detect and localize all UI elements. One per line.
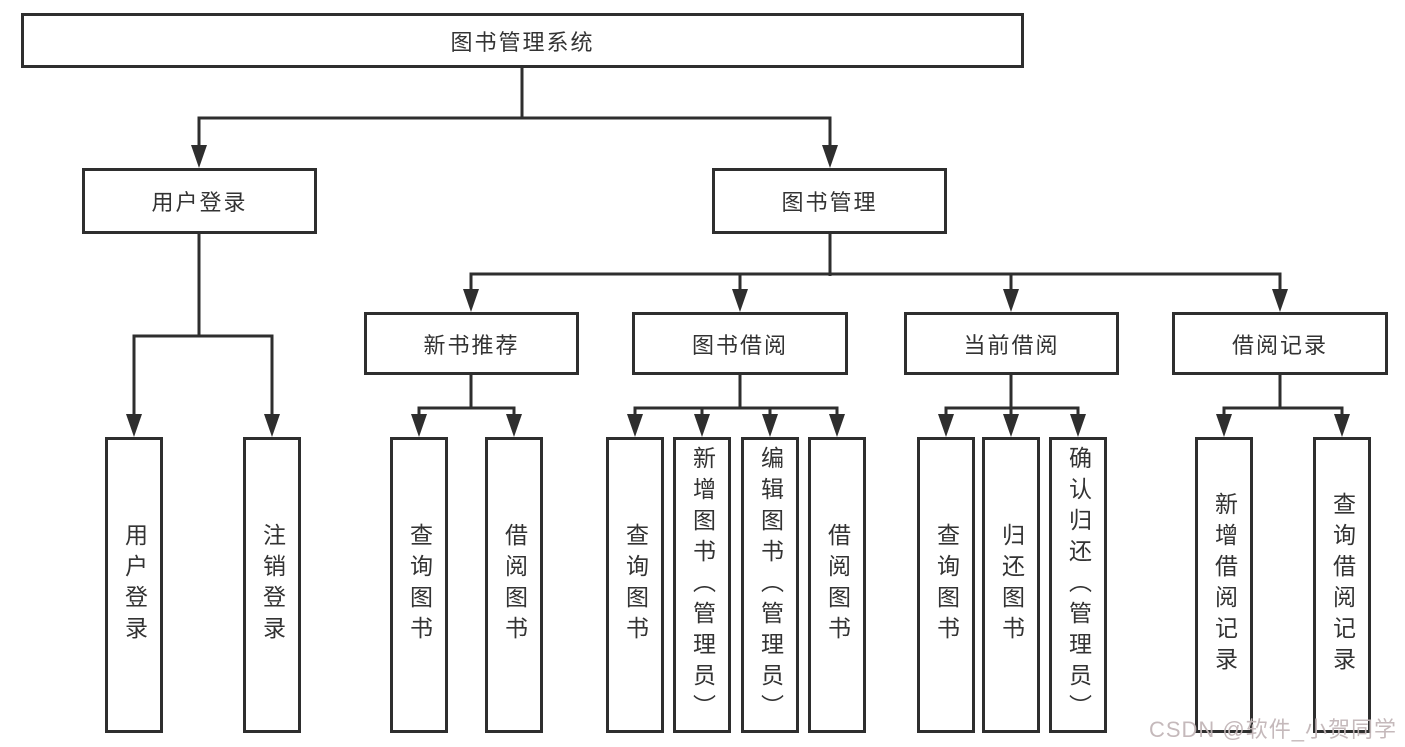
node-query-borrow-record: 查询借阅记录 xyxy=(1313,437,1371,733)
node-user-login-leaf: 用户登录 xyxy=(105,437,163,733)
node-borrow-books-recommend: 借阅图书 xyxy=(485,437,543,733)
node-add-borrow-record: 新增借阅记录 xyxy=(1195,437,1253,733)
node-return-books: 归还图书 xyxy=(982,437,1040,733)
node-current-borrowing: 当前借阅 xyxy=(904,312,1119,375)
node-book-management-system: 图书管理系统 xyxy=(21,13,1024,68)
node-borrow-books-borrowing: 借阅图书 xyxy=(808,437,866,733)
connector-path xyxy=(132,68,1344,418)
node-query-books-borrowing: 查询图书 xyxy=(606,437,664,733)
node-query-books-recommend: 查询图书 xyxy=(390,437,448,733)
node-book-management: 图书管理 xyxy=(712,168,947,234)
node-logout-login-leaf: 注销登录 xyxy=(243,437,301,733)
node-query-books-current: 查询图书 xyxy=(917,437,975,733)
node-borrowing-records: 借阅记录 xyxy=(1172,312,1388,375)
node-user-login: 用户登录 xyxy=(82,168,317,234)
node-add-books-admin: 新增图书（管理员） xyxy=(673,437,731,733)
node-edit-books-admin: 编辑图书（管理员） xyxy=(741,437,799,733)
node-new-book-recommendation: 新书推荐 xyxy=(364,312,579,375)
csdn-watermark: CSDN @软件_小贺同学 xyxy=(1148,717,1397,742)
node-book-borrowing: 图书借阅 xyxy=(632,312,848,375)
node-confirm-return-admin: 确认归还（管理员） xyxy=(1049,437,1107,733)
arrowheads xyxy=(126,145,1350,437)
